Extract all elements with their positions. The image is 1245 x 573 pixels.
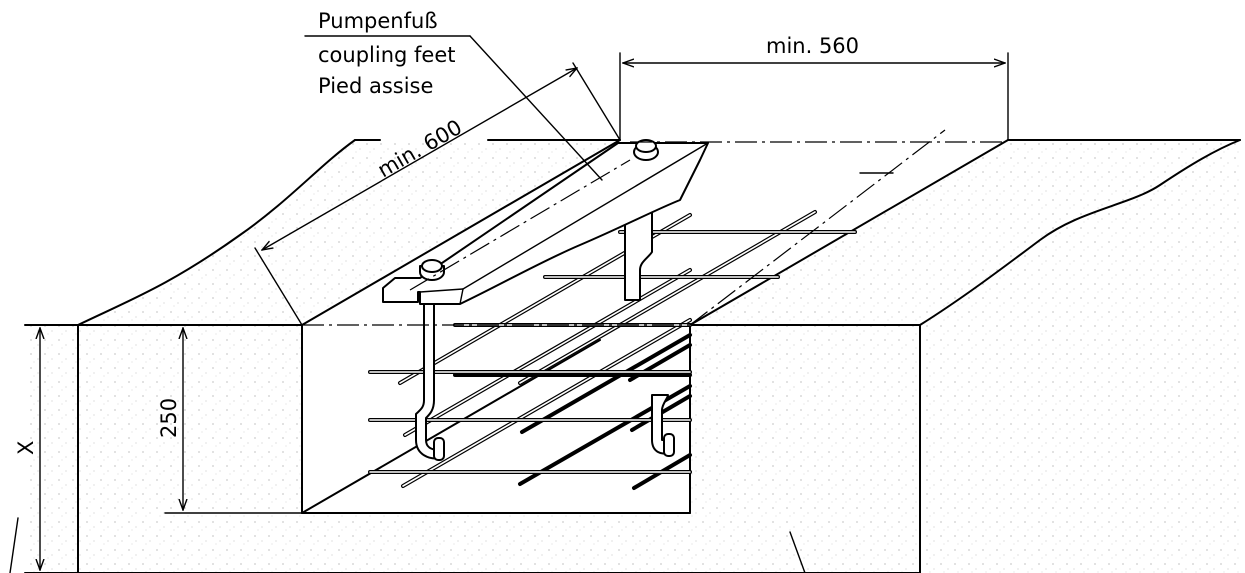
front-face-left xyxy=(25,325,920,573)
dimension-width: min. 560 xyxy=(619,34,1009,141)
nut-front xyxy=(419,259,445,281)
dimension-depth: 250 xyxy=(157,328,303,514)
anchor-bolt-front xyxy=(415,299,445,461)
dimension-total: X xyxy=(14,328,40,570)
centre-lines xyxy=(302,129,1005,326)
label-total: X xyxy=(14,441,38,455)
side-face-right xyxy=(920,140,1240,573)
part-callout: Pumpenfuß coupling feet Pied assise xyxy=(304,9,603,181)
label-part-en: coupling feet xyxy=(318,43,455,67)
label-depth: 250 xyxy=(157,398,181,438)
top-surface-right xyxy=(690,140,1240,325)
label-part-fr: Pied assise xyxy=(318,74,433,98)
label-part-de: Pumpenfuß xyxy=(318,9,438,33)
label-width: min. 560 xyxy=(766,34,859,58)
nut-rear xyxy=(633,139,659,161)
